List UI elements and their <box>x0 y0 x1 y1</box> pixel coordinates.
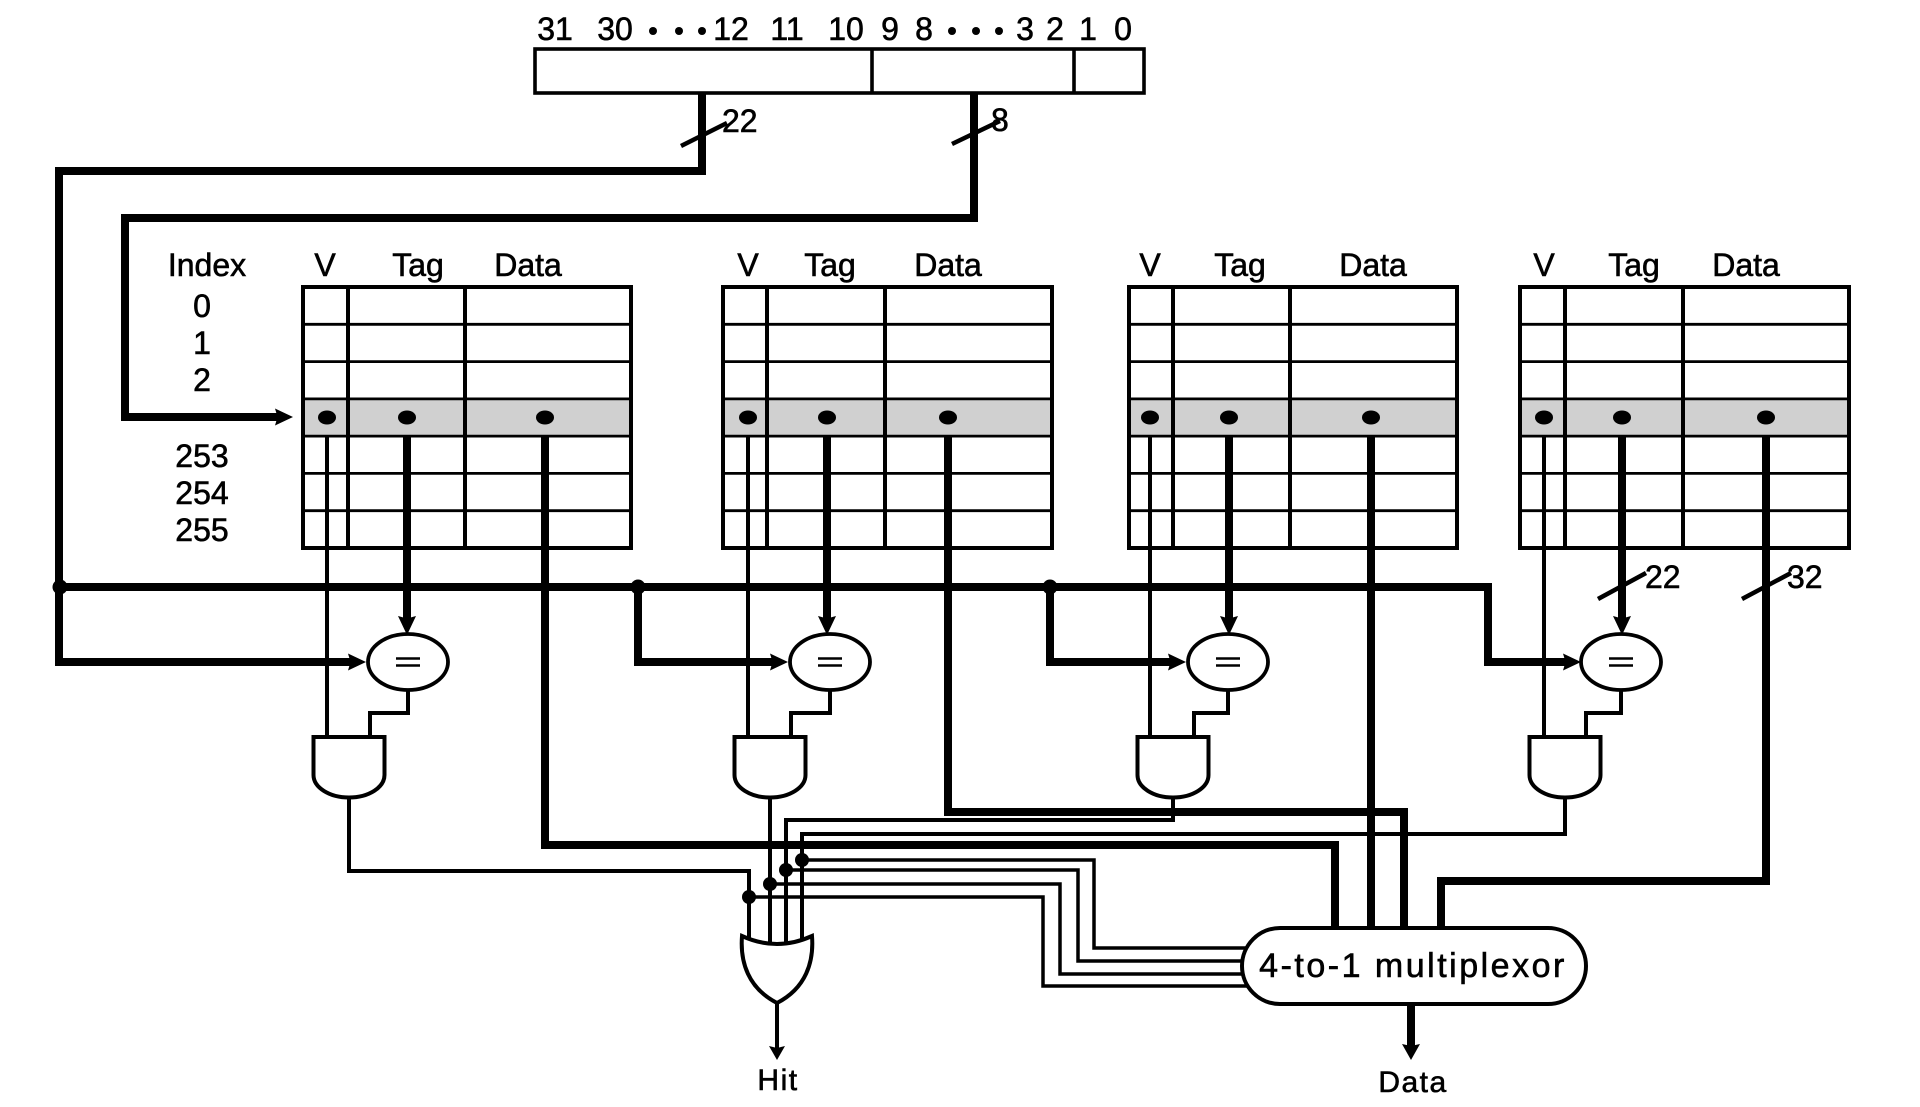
svg-text:Data: Data <box>1339 247 1407 283</box>
svg-text:V: V <box>1533 247 1555 283</box>
svg-text:Data: Data <box>914 247 982 283</box>
svg-text:V: V <box>737 247 759 283</box>
svg-text:10: 10 <box>828 11 864 47</box>
svg-text:V: V <box>314 247 336 283</box>
svg-text:31: 31 <box>537 11 573 47</box>
svg-text:Data: Data <box>1712 247 1780 283</box>
svg-text:Index: Index <box>168 247 246 283</box>
svg-text:Tag: Tag <box>804 247 856 283</box>
svg-text:2: 2 <box>1046 11 1064 47</box>
svg-text:0: 0 <box>1114 11 1132 47</box>
svg-text:8: 8 <box>915 11 933 47</box>
svg-text:9: 9 <box>881 11 899 47</box>
svg-text:2: 2 <box>193 362 211 398</box>
svg-text:0: 0 <box>193 288 211 324</box>
svg-text:Data: Data <box>494 247 562 283</box>
svg-text:Data: Data <box>1378 1066 1447 1099</box>
svg-text:3: 3 <box>1016 11 1034 47</box>
svg-text:12: 12 <box>713 11 749 47</box>
svg-text:255: 255 <box>175 512 228 548</box>
svg-text:Hit: Hit <box>757 1064 798 1097</box>
svg-text:Tag: Tag <box>1214 247 1266 283</box>
svg-text:4-to-1 multiplexor: 4-to-1 multiplexor <box>1259 947 1567 985</box>
svg-text:22: 22 <box>1645 559 1681 595</box>
svg-text:30: 30 <box>597 11 633 47</box>
svg-text:254: 254 <box>175 475 228 511</box>
svg-text:11: 11 <box>770 11 803 47</box>
svg-text:V: V <box>1139 247 1161 283</box>
svg-text:1: 1 <box>193 325 211 361</box>
svg-text:Tag: Tag <box>1608 247 1660 283</box>
svg-text:1: 1 <box>1079 11 1097 47</box>
svg-text:Tag: Tag <box>392 247 444 283</box>
svg-text:253: 253 <box>175 438 228 474</box>
svg-text:22: 22 <box>722 103 758 139</box>
svg-text:32: 32 <box>1787 559 1823 595</box>
svg-text:8: 8 <box>991 102 1009 138</box>
